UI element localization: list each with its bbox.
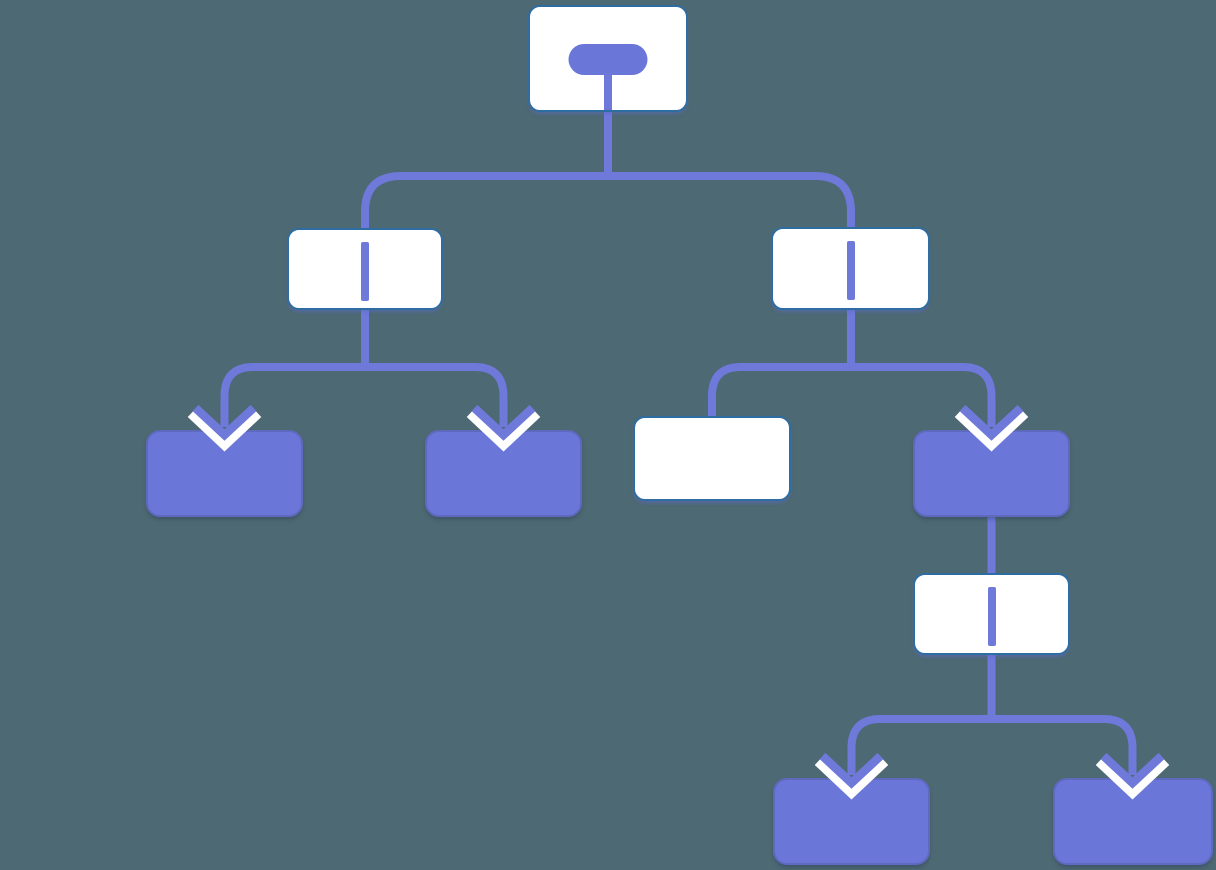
pill-stem-line: [604, 73, 612, 110]
connector-line-bottom-bar: [847, 715, 1137, 775]
child-node-plain[interactable]: [633, 416, 791, 501]
branch-node-left[interactable]: [287, 228, 443, 310]
connector-line-left-bar: [220, 363, 508, 427]
child-node-collapsed[interactable]: [913, 430, 1070, 517]
text-cursor-line: [846, 241, 855, 300]
root-node[interactable]: [528, 5, 688, 112]
leaf-node-bottom-1[interactable]: [773, 778, 930, 865]
topic-pill-shape: [568, 44, 648, 75]
leaf-node-left-1[interactable]: [146, 430, 303, 517]
branch-node-right[interactable]: [771, 227, 930, 310]
leaf-node-left-2[interactable]: [425, 430, 582, 517]
text-cursor-line: [361, 242, 369, 301]
connector-line-level1-bar: [361, 172, 855, 228]
text-cursor-line: [987, 587, 996, 646]
leaf-node-bottom-2[interactable]: [1053, 778, 1213, 865]
branch-node-bottom[interactable]: [913, 573, 1070, 655]
